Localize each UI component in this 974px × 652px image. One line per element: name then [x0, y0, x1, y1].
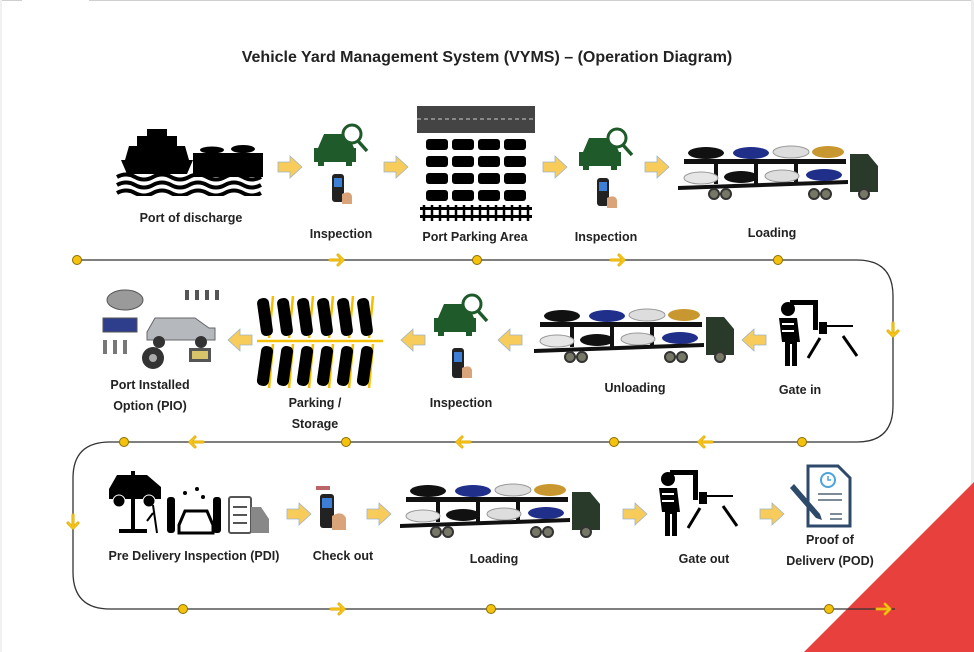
step-label-inspection: Inspection: [309, 227, 373, 241]
node-dot: [119, 437, 129, 447]
flow-arrow-left-icon: [188, 435, 205, 449]
car-inspection-scanner-icon: [434, 293, 489, 378]
step-label-port-of-discharge: Port of discharge: [139, 211, 243, 225]
node-dot: [773, 255, 783, 265]
document-pen-icon: [790, 464, 852, 528]
car-carrier-truck-icon: [678, 145, 878, 200]
node-dot: [472, 255, 482, 265]
diagram-title: Vehicle Yard Management System (VYMS) – …: [241, 49, 733, 66]
flow-arrow-down-icon: [886, 321, 900, 338]
flow-arrow-right-icon: [609, 253, 626, 267]
car-accessories-icon: [102, 289, 219, 369]
gate-guard-icon: [779, 300, 859, 366]
car-carrier-truck-icon: [534, 308, 734, 363]
node-dot: [609, 437, 619, 447]
flow-arrow-down-icon: [66, 513, 80, 530]
step-arrow-right-icon: [644, 155, 670, 179]
gate-guard-icon: [659, 470, 739, 536]
car-inspection-scanner-icon: [579, 127, 634, 208]
flow-arrow-right-icon: [329, 602, 346, 616]
node-dot: [341, 437, 351, 447]
step-label-loading: Loading: [747, 226, 797, 240]
car-carrier-truck-icon: [400, 483, 600, 538]
step-label-check-out: Check out: [312, 549, 374, 563]
flow-arrow-left-icon: [455, 435, 472, 449]
pdi-icon: [109, 471, 269, 535]
step-arrow-left-icon: [741, 328, 767, 352]
step-label-gate-in: Gate in: [778, 383, 822, 397]
step-arrow-right-icon: [622, 502, 648, 526]
step-arrow-right-icon: [286, 502, 312, 526]
handheld-scanner-icon: [316, 486, 346, 530]
top-border: [0, 0, 22, 1]
flow-arrow-left-icon: [697, 435, 714, 449]
top-border: [89, 0, 974, 1]
flow-arrow-right-icon: [328, 253, 345, 267]
node-dot: [797, 437, 807, 447]
right-border: [971, 0, 974, 652]
step-label-inspection: Inspection: [429, 396, 493, 410]
node-dot: [486, 604, 496, 614]
step-label-gate-out: Gate out: [678, 552, 730, 566]
step-label-loading: Loading: [469, 552, 519, 566]
step-label-parking-storage: Parking /Storage: [288, 396, 342, 431]
step-label-port-parking-area: Port Parking Area: [422, 230, 528, 244]
node-dot: [72, 255, 82, 265]
step-arrow-right-icon: [383, 155, 409, 179]
step-arrow-right-icon: [759, 502, 785, 526]
flow-line: [72, 259, 895, 610]
left-border: [0, 0, 2, 652]
flow-arrow-right-icon: [875, 602, 892, 616]
step-arrow-left-icon: [400, 328, 426, 352]
step-label-inspection: Inspection: [574, 230, 638, 244]
ship-port-icon: [116, 129, 263, 196]
step-arrow-left-icon: [227, 328, 253, 352]
parking-storage-icon: [256, 295, 383, 389]
node-dot: [178, 604, 188, 614]
step-arrow-right-icon: [366, 502, 392, 526]
step-label-pdi: Pre Delivery Inspection (PDI): [108, 549, 280, 563]
step-label-unloading: Unloading: [604, 381, 666, 395]
step-arrow-left-icon: [497, 328, 523, 352]
step-arrow-right-icon: [542, 155, 568, 179]
node-dot: [824, 604, 834, 614]
parking-lot-icon: [417, 106, 535, 221]
car-inspection-scanner-icon: [314, 123, 369, 204]
step-arrow-right-icon: [277, 155, 303, 179]
